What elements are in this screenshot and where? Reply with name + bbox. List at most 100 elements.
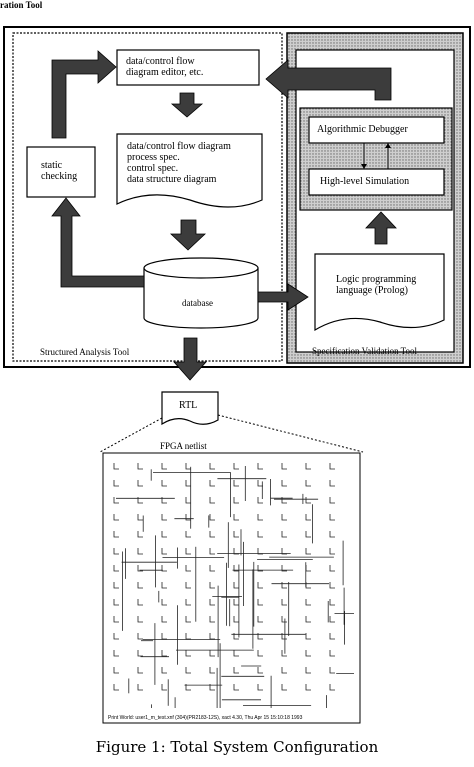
netlist-cell [233, 650, 239, 657]
netlist-cell [137, 514, 143, 521]
netlist-cell [233, 531, 239, 538]
netlist-cell [113, 633, 119, 640]
netlist-cell [329, 650, 335, 657]
netlist-cell [329, 463, 335, 470]
zoom-line-left [99, 417, 163, 453]
netlist-cell [161, 480, 167, 487]
debugger-label: Algorithmic Debugger [317, 124, 408, 135]
netlist-cell [113, 514, 119, 521]
netlist-cell [113, 497, 119, 504]
netlist-cell [137, 616, 143, 623]
zoom-line-right [217, 414, 364, 453]
netlist-cell [113, 582, 119, 589]
netlist-cell [185, 633, 191, 640]
netlist-cell [233, 684, 239, 691]
netlist-cell [185, 684, 191, 691]
netlist-cell [185, 480, 191, 487]
netlist-cell [257, 514, 263, 521]
netlist-cell [233, 497, 239, 504]
netlist-cell [161, 514, 167, 521]
netlist-cell [185, 582, 191, 589]
netlist-cell [281, 667, 287, 674]
netlist-cell [137, 565, 143, 572]
netlist-cell [113, 616, 119, 623]
netlist-cell [161, 633, 167, 640]
netlist-cell [257, 480, 263, 487]
netlist-cell [305, 531, 311, 538]
netlist-cell [137, 599, 143, 606]
netlist-cell [257, 633, 263, 640]
netlist-cell [233, 548, 239, 555]
netlist-cell [209, 548, 215, 555]
netlist-cell [137, 463, 143, 470]
netlist-cell [305, 599, 311, 606]
netlist-cell [329, 616, 335, 623]
netlist-cell [161, 599, 167, 606]
netlist-cell [161, 582, 167, 589]
arrow-editor-to-doc [170, 92, 204, 118]
netlist-cell [281, 633, 287, 640]
netlist-cell [233, 582, 239, 589]
netlist-cell [161, 463, 167, 470]
netlist-cell [137, 667, 143, 674]
netlist-cell [185, 565, 191, 572]
editor-label: data/control flow diagram editor, etc. [126, 56, 204, 78]
netlist-cell [281, 463, 287, 470]
netlist-cell [113, 565, 119, 572]
netlist-cell [281, 684, 287, 691]
netlist-cell [329, 514, 335, 521]
netlist-cell [185, 531, 191, 538]
netlist-cell [185, 616, 191, 623]
netlist-cell [329, 531, 335, 538]
netlist-cell [329, 582, 335, 589]
debugger-box [308, 116, 445, 144]
netlist-cell [209, 497, 215, 504]
netlist-cell [209, 684, 215, 691]
arrow-db-to-rtl [173, 337, 207, 381]
netlist-cell [137, 480, 143, 487]
netlist-cell [185, 514, 191, 521]
netlist-cell [257, 684, 263, 691]
netlist-cell [209, 480, 215, 487]
netlist-cell [257, 497, 263, 504]
netlist-cell [257, 531, 263, 538]
netlist-cell [233, 599, 239, 606]
netlist-cell [161, 531, 167, 538]
netlist-cell [137, 531, 143, 538]
arrow-to-editor [51, 50, 117, 139]
netlist-cell [185, 463, 191, 470]
arrow-prolog-to-sim [365, 211, 397, 245]
netlist-cell [329, 599, 335, 606]
simulation-label: High-level Simulation [320, 176, 410, 187]
netlist-cell [233, 514, 239, 521]
editor-box [116, 49, 260, 86]
netlist-cell [113, 548, 119, 555]
database-label: database [182, 298, 213, 308]
netlist-cell [329, 565, 335, 572]
netlist-cell [281, 650, 287, 657]
netlist-cell [113, 667, 119, 674]
netlist-cell [281, 616, 287, 623]
structured-tool-label: Structured Analysis Tool [40, 347, 130, 357]
static-checking-label: static checking [41, 160, 78, 182]
netlist-cell [305, 548, 311, 555]
netlist-cell [305, 514, 311, 521]
netlist-cell [161, 684, 167, 691]
arrow-db-to-prolog [257, 283, 309, 311]
rtl-label: RTL [179, 400, 198, 411]
netlist-cell [161, 667, 167, 674]
netlist-cell [161, 650, 167, 657]
netlist-cell [257, 582, 263, 589]
netlist-cell [305, 684, 311, 691]
netlist-cell [305, 616, 311, 623]
netlist-title: FPGA netlist [160, 441, 207, 451]
netlist-cell [137, 684, 143, 691]
netlist-cell [305, 650, 311, 657]
netlist-cell [137, 582, 143, 589]
netlist-cell [161, 497, 167, 504]
netlist-cell [281, 480, 287, 487]
netlist-cell [257, 616, 263, 623]
netlist-cell [281, 514, 287, 521]
netlist-cell [257, 667, 263, 674]
netlist-cell [233, 480, 239, 487]
